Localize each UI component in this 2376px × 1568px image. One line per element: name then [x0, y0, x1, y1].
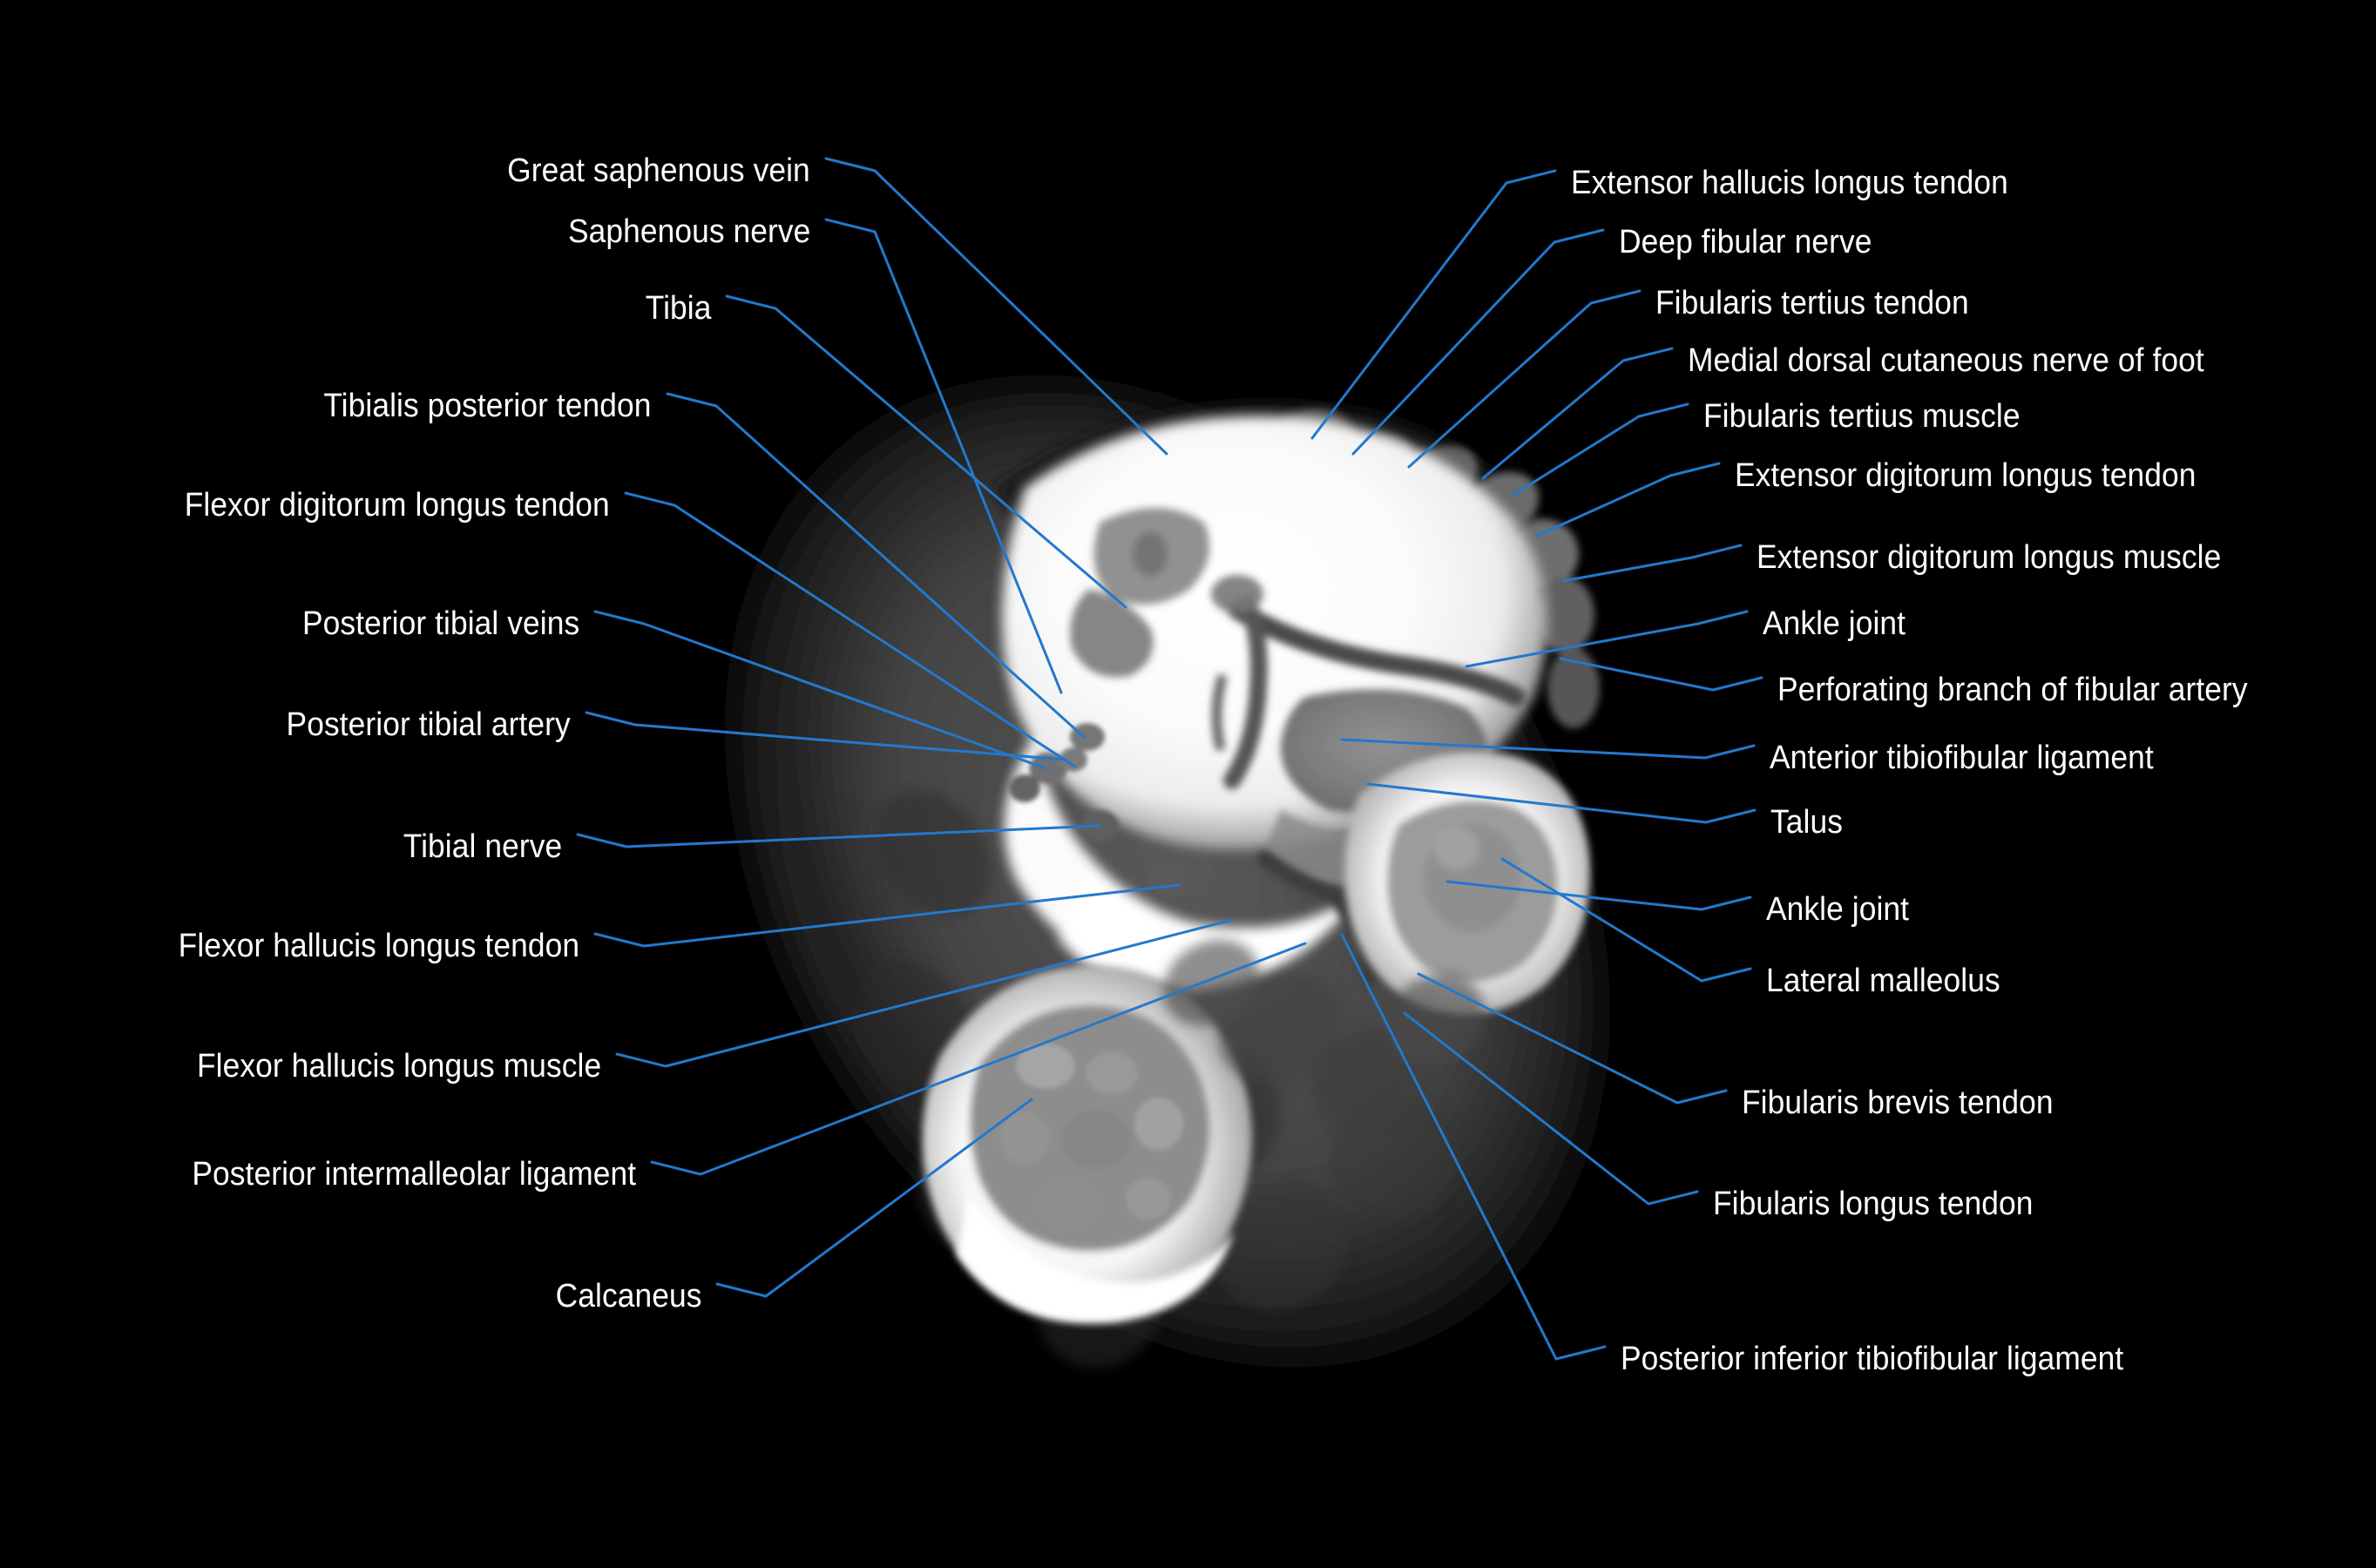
label-lateral-malleolus: Lateral malleolus [1766, 963, 2000, 999]
leader-line-lateral-malleolus [1500, 857, 1752, 983]
leader-line-medial-dorsal-cutaneous-nerve-of-foot [1481, 347, 1674, 480]
label-fibularis-brevis-tendon: Fibularis brevis tendon [1742, 1085, 2054, 1121]
leader-line-posterior-intermalleolar-ligament [650, 942, 1307, 1176]
leader-line-posterior-tibial-veins [593, 610, 1047, 770]
leader-line-deep-fibular-nerve [1351, 228, 1605, 456]
leader-line-talus [1366, 782, 1757, 824]
label-deep-fibular-nerve: Deep fibular nerve [1619, 224, 1872, 260]
leader-line-anterior-tibiofibular-ligament [1340, 738, 1756, 760]
leader-line-great-saphenous-vein [824, 157, 1168, 456]
leader-line-flexor-hallucis-longus-tendon [593, 883, 1181, 948]
label-tibia: Tibia [645, 290, 711, 327]
label-calcaneus: Calcaneus [555, 1278, 701, 1315]
label-extensor-digitorum-longus-tendon: Extensor digitorum longus tendon [1735, 457, 2197, 494]
label-extensor-digitorum-longus-muscle: Extensor digitorum longus muscle [1757, 539, 2222, 576]
label-extensor-hallucis-longus-tendon: Extensor hallucis longus tendon [1571, 165, 2008, 201]
leader-line-ankle-joint-2 [1445, 880, 1752, 911]
leader-line-fibularis-tertius-muscle [1512, 402, 1689, 497]
label-posterior-inferior-tibiofibular-ligament: Posterior inferior tibiofibular ligament [1621, 1341, 2124, 1377]
leader-line-calcaneus [715, 1098, 1033, 1298]
leader-line-tibia [725, 294, 1127, 609]
label-posterior-tibial-veins: Posterior tibial veins [301, 605, 579, 642]
label-fibularis-longus-tendon: Fibularis longus tendon [1713, 1186, 2034, 1222]
label-ankle-joint-2: Ankle joint [1766, 891, 1910, 928]
label-anterior-tibiofibular-ligament: Anterior tibiofibular ligament [1770, 740, 2154, 776]
label-talus: Talus [1770, 804, 1843, 841]
label-saphenous-nerve: Saphenous nerve [567, 213, 810, 250]
label-tibial-nerve: Tibial nerve [403, 828, 562, 865]
leader-line-extensor-digitorum-longus-tendon [1535, 462, 1721, 537]
label-posterior-tibial-artery: Posterior tibial artery [286, 706, 571, 743]
leader-line-fibularis-brevis-tendon [1417, 972, 1728, 1105]
label-tibialis-posterior-tendon: Tibialis posterior tendon [323, 388, 652, 424]
leader-line-flexor-digitorum-longus-tendon [624, 491, 1077, 768]
label-flexor-digitorum-longus-tendon: Flexor digitorum longus tendon [184, 487, 610, 524]
leader-line-tibialis-posterior-tendon [666, 392, 1086, 739]
label-flexor-hallucis-longus-muscle: Flexor hallucis longus muscle [196, 1048, 601, 1085]
label-medial-dorsal-cutaneous-nerve-of-foot: Medial dorsal cutaneous nerve of foot [1688, 342, 2204, 379]
label-great-saphenous-vein: Great saphenous vein [507, 152, 810, 189]
label-fibularis-tertius-muscle: Fibularis tertius muscle [1703, 398, 2021, 435]
leader-line-tibial-nerve [576, 824, 1101, 848]
label-ankle-joint-1: Ankle joint [1763, 605, 1906, 642]
leader-line-extensor-digitorum-longus-muscle [1561, 544, 1743, 583]
leader-line-posterior-inferior-tibiofibular-ligament [1340, 933, 1607, 1361]
label-posterior-intermalleolar-ligament: Posterior intermalleolar ligament [192, 1156, 636, 1193]
label-fibularis-tertius-tendon: Fibularis tertius tendon [1655, 285, 1969, 321]
label-flexor-hallucis-longus-tendon: Flexor hallucis longus tendon [178, 928, 579, 964]
leader-line-posterior-tibial-artery [585, 711, 1066, 761]
leader-line-saphenous-nerve [824, 218, 1063, 694]
leader-line-fibularis-tertius-tendon [1407, 289, 1642, 469]
leader-line-extensor-hallucis-longus-tendon [1310, 169, 1557, 440]
leader-line-flexor-hallucis-longus-muscle [615, 918, 1234, 1068]
leader-line-ankle-joint-1 [1465, 610, 1749, 668]
leader-line-fibularis-longus-tendon [1403, 1011, 1699, 1206]
leader-line-perforating-branch-of-fibular-artery [1559, 657, 1763, 692]
label-perforating-branch-of-fibular-artery: Perforating branch of fibular artery [1777, 672, 2248, 708]
